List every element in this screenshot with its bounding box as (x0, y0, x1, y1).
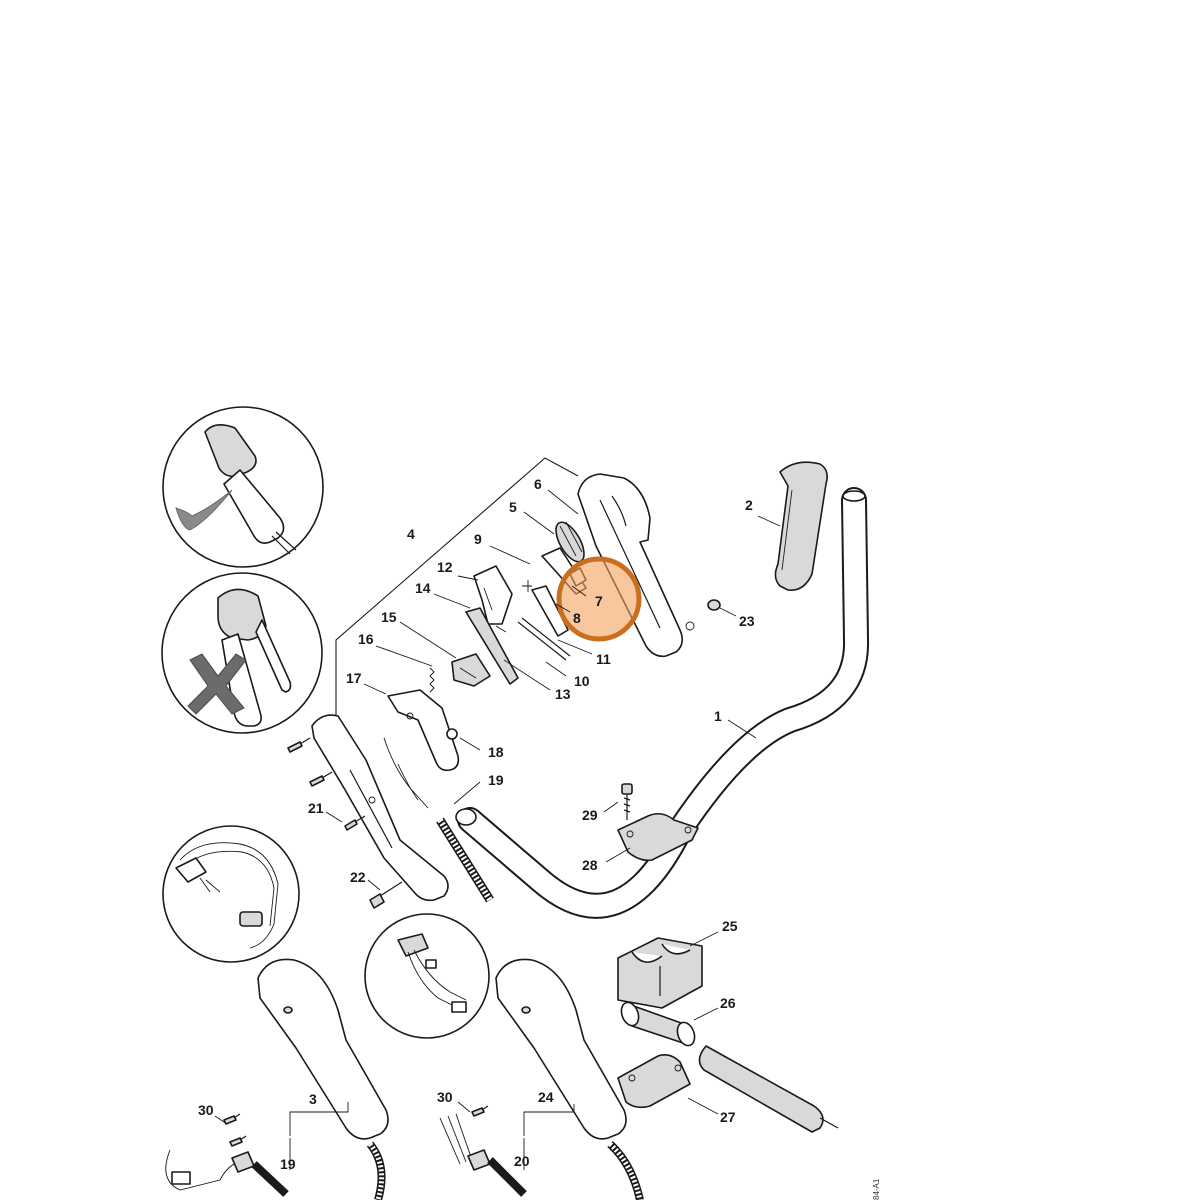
part-4-handle-housing (311, 714, 449, 902)
part-27-lower-clamp (617, 1054, 691, 1109)
callout-21: 21 (308, 800, 324, 816)
callout-3: 3 (309, 1091, 317, 1107)
callout-30-center: 30 (437, 1089, 453, 1105)
callout-8: 8 (573, 610, 581, 626)
callout-18: 18 (488, 744, 504, 760)
inset-wrong-handle (161, 572, 323, 734)
part-28-clamp (617, 812, 699, 862)
callout-12: 12 (437, 559, 453, 575)
drawing-number: 84-A1 (872, 1178, 881, 1200)
leader-lines (214, 489, 781, 1170)
part-2-grip (774, 461, 828, 591)
part-25-clamp-block (617, 937, 703, 1009)
callout-5: 5 (509, 499, 517, 515)
callout-11: 11 (596, 651, 611, 667)
callout-6: 6 (534, 476, 542, 492)
cross-mark-icon (187, 653, 247, 715)
highlight-marker (556, 556, 642, 642)
callout-25: 25 (722, 918, 738, 934)
callout-27: 27 (720, 1109, 736, 1125)
callout-10: 10 (574, 673, 590, 689)
inset-correct-handle (162, 406, 324, 568)
part-13-pin (495, 625, 507, 633)
callout-2: 2 (745, 497, 753, 513)
part-21-screws (287, 737, 366, 831)
callout-labels: 1 2 3 4 5 6 7 8 9 10 11 12 13 14 15 16 1… (198, 476, 881, 1200)
callout-1: 1 (714, 708, 722, 724)
part-23-nut (707, 599, 721, 611)
callout-29: 29 (582, 807, 598, 823)
part-3-handle-variant (257, 958, 389, 1200)
drive-shaft (698, 1045, 839, 1133)
part-12-clip (473, 565, 513, 625)
part-6-housing-half (577, 473, 695, 658)
callout-19-upper: 19 (488, 772, 504, 788)
callout-14: 14 (415, 580, 431, 596)
callout-13: 13 (555, 686, 571, 702)
part-11-lever (531, 585, 569, 637)
part-16-spring (429, 667, 435, 693)
callout-26: 26 (720, 995, 736, 1011)
check-mark-icon (175, 489, 233, 531)
part-24-handle-variant (495, 958, 644, 1200)
callout-17: 17 (346, 670, 362, 686)
callout-4: 4 (407, 526, 415, 542)
callout-15: 15 (381, 609, 397, 625)
callout-30-left: 30 (198, 1102, 214, 1118)
part-14-plate (465, 607, 519, 685)
callout-7: 7 (595, 593, 603, 609)
part-22-long-screw (369, 881, 403, 909)
part-20-wiring-center (439, 1105, 527, 1197)
inset-wiring-harness-a (162, 825, 300, 963)
callout-24: 24 (538, 1089, 554, 1105)
inset-wiring-harness-b (364, 913, 490, 1039)
callout-9: 9 (474, 531, 482, 547)
callout-20: 20 (514, 1153, 530, 1169)
callout-16: 16 (358, 631, 374, 647)
part-26-sleeve (620, 1001, 696, 1047)
callout-19-lower: 19 (280, 1156, 296, 1172)
callout-23: 23 (739, 613, 755, 629)
group-bracket-part-4 (335, 457, 579, 720)
part-1-handlebar (455, 487, 870, 919)
callout-22: 22 (350, 869, 366, 885)
part-15-block (451, 653, 491, 687)
part-29-bolt (621, 783, 633, 820)
part-19-cable-conduit (436, 817, 494, 903)
part-10-rod (517, 617, 571, 661)
part-18-nut (446, 728, 458, 740)
part-19-wiring-left (165, 1113, 289, 1197)
callout-28: 28 (582, 857, 598, 873)
part-17-trigger (387, 689, 460, 772)
